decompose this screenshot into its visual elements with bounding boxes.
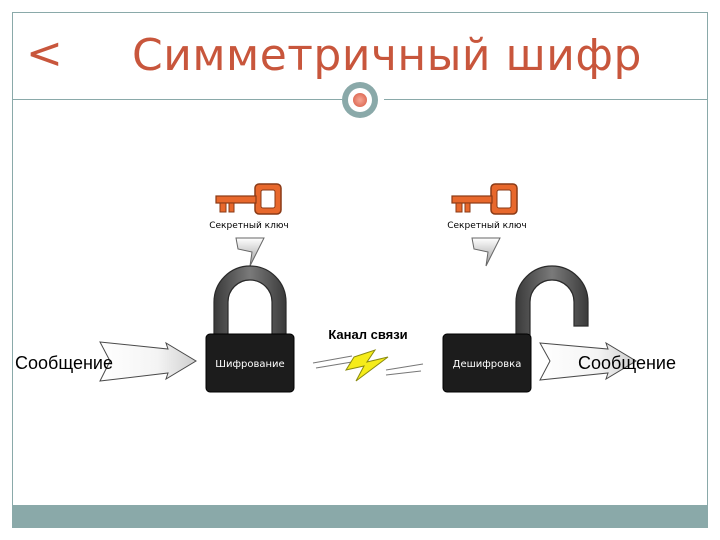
left-key-label: Секретный ключ: [209, 221, 289, 231]
title-bar: < Симметричный шифр: [12, 12, 708, 100]
encrypt-label: Шифрование: [215, 359, 284, 370]
closed-padlock-icon: [205, 265, 295, 393]
title-divider-right: [384, 99, 708, 100]
output-message-label: Сообщение: [578, 353, 676, 373]
key-icon: [215, 183, 282, 215]
open-padlock-icon: [442, 265, 589, 393]
divider-ornament-icon: [342, 82, 378, 118]
footer-bar: [12, 505, 708, 528]
page-title: Симметричный шифр: [132, 30, 642, 81]
right-key-label: Секретный ключ: [447, 221, 527, 231]
input-message-label: Сообщение: [15, 353, 113, 373]
output-arrow-icon: [539, 341, 637, 381]
down-arrow-icon: [471, 237, 501, 267]
key-icon: [451, 183, 518, 215]
channel-label: Канал связи: [328, 327, 407, 342]
down-arrow-icon: [235, 237, 265, 267]
title-divider-left: [12, 99, 342, 100]
back-button[interactable]: <: [26, 28, 63, 79]
lightning-icon: [312, 349, 424, 382]
input-arrow-icon: [99, 341, 197, 382]
decrypt-label: Дешифровка: [453, 359, 522, 370]
